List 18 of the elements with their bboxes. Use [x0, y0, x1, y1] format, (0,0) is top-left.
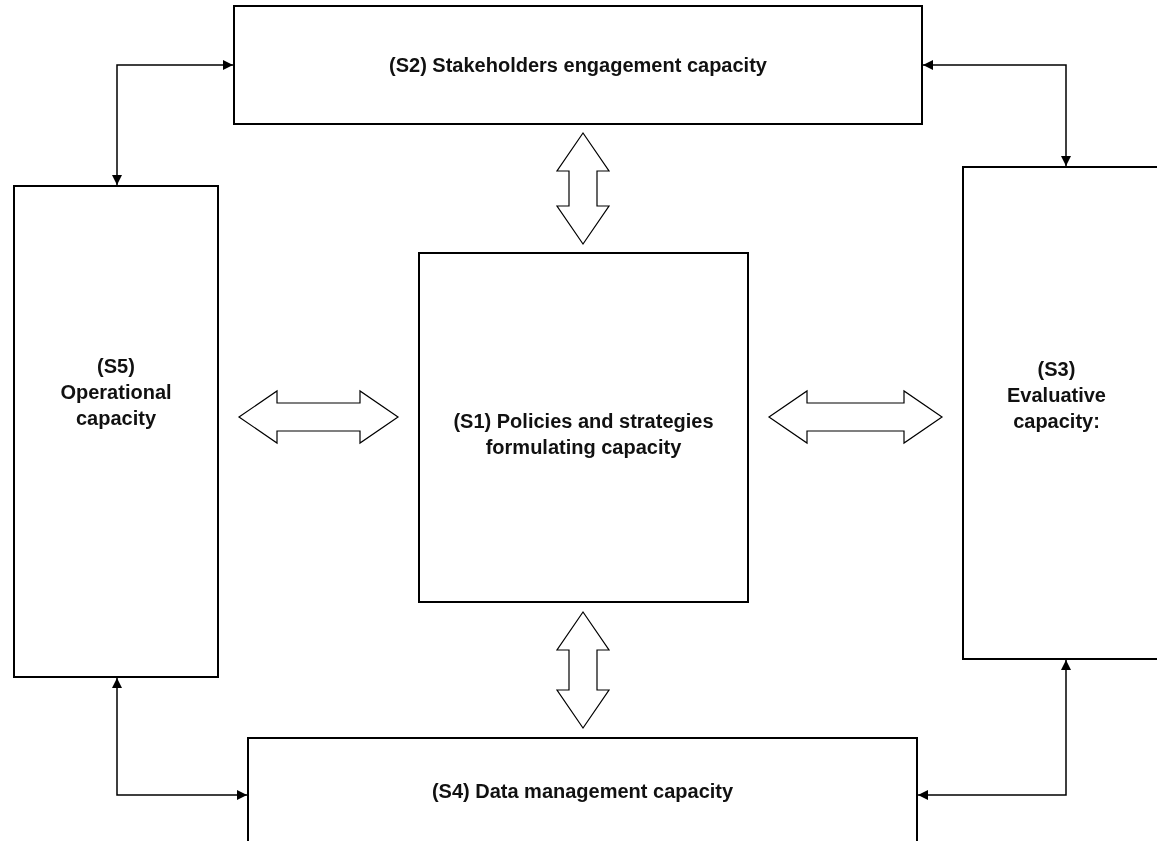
double-block-arrow [555, 610, 611, 730]
connector-arrow [917, 659, 1071, 800]
connector-arrow [922, 60, 1071, 167]
box-label: (S2) Stakeholders engagement capacity [388, 53, 768, 78]
box-label: (S1) Policies and strategies formulating capacity [452, 408, 715, 460]
connector-arrow [112, 60, 234, 186]
process-box [247, 737, 918, 841]
process-box [418, 252, 749, 603]
double-block-arrow [237, 389, 400, 445]
box-label: (S4) Data management capacity [430, 779, 735, 804]
box-label: (S5) Operational capacity [59, 353, 173, 431]
double-block-arrow [555, 131, 611, 246]
process-box [233, 5, 923, 125]
process-box [13, 185, 219, 678]
process-box [962, 166, 1157, 660]
double-block-arrow [767, 389, 944, 445]
connector-arrow [112, 677, 248, 800]
box-label: (S3) Evaluative capacity: [1006, 357, 1107, 434]
